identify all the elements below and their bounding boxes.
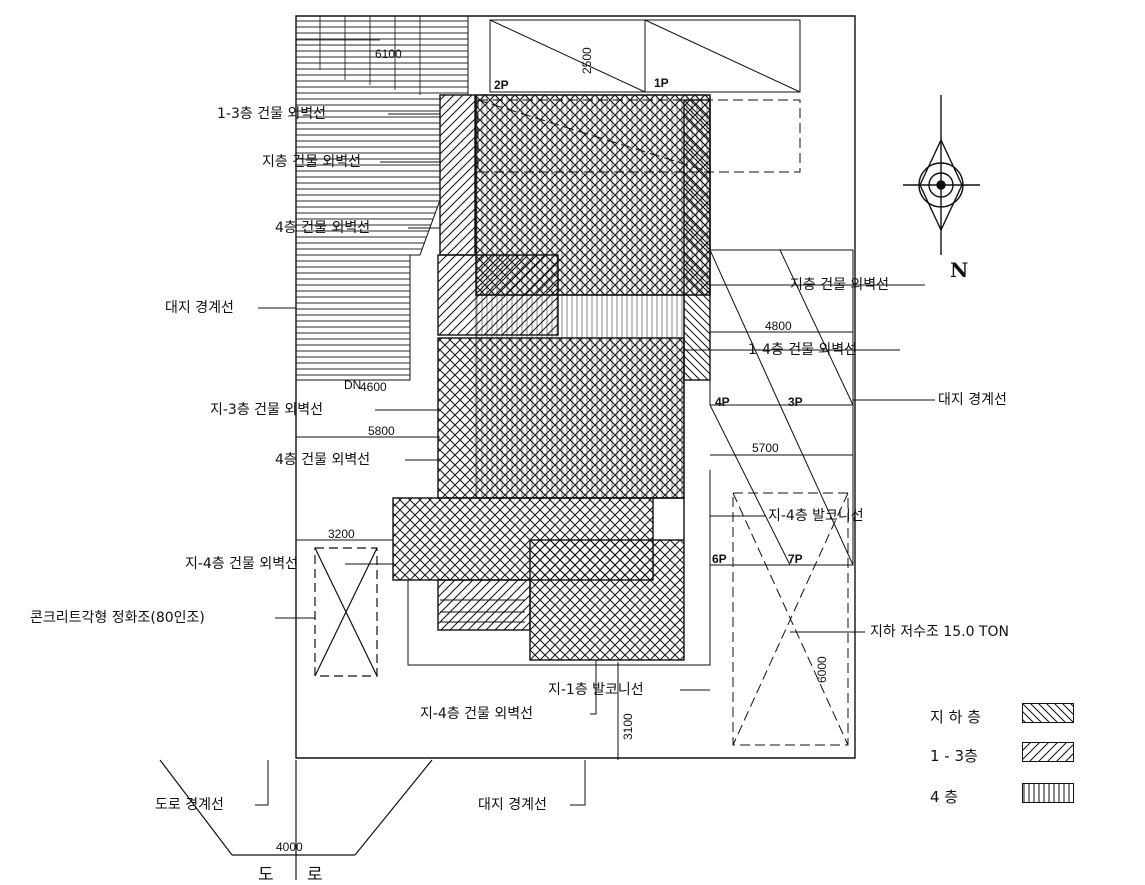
label-1-3f-outline: 1-3층 건물 외벽선 <box>217 106 327 122</box>
label-boundary-right: 대지 경계선 <box>938 392 1007 408</box>
north-arrow-icon <box>903 95 980 255</box>
label-road-boundary: 도로 경계선 <box>155 797 224 813</box>
legend-swatch-basement <box>1022 703 1074 723</box>
dim-dn: DN <box>344 378 362 392</box>
legend-item-basement: 지 하 층 <box>930 703 1080 727</box>
stair-hatch-area <box>295 15 469 381</box>
road-outline <box>159 759 433 880</box>
dim-3100: 3100 <box>621 713 635 740</box>
label-1-4f-outline: 1-4층 건물 외벽선 <box>748 342 858 358</box>
label-road: 도 로 <box>258 865 337 885</box>
dim-6100: 6100 <box>375 47 402 61</box>
legend-item-4f: 4 층 <box>930 783 1080 807</box>
label-septic-tank: 콘크리트각형 정화조(80인조) <box>30 610 205 626</box>
legend-swatch-1-3f <box>1022 742 1074 762</box>
dim-4000: 4000 <box>276 840 303 854</box>
building-floors <box>392 94 711 661</box>
label-basement-outline: 지층 건물 외벽선 <box>262 154 362 170</box>
dim-6000: 6000 <box>815 656 829 683</box>
dim-5800: 5800 <box>368 424 395 438</box>
parking-6p: 6P <box>712 552 727 566</box>
parking-7p: 7P <box>788 552 803 566</box>
label-b-4f-outline-bottom: 지-4층 건물 외벽선 <box>420 706 534 722</box>
dim-2500: 2500 <box>580 47 594 74</box>
legend-swatch-4f <box>1022 783 1074 803</box>
label-b-4f-outline: 지-4층 건물 외벽선 <box>185 556 299 572</box>
legend-item-1-3f: 1 - 3층 <box>930 742 1080 766</box>
label-boundary-bottom: 대지 경계선 <box>478 797 547 813</box>
label-boundary-left: 대지 경계선 <box>165 300 234 316</box>
legend-label-basement: 지 하 층 <box>930 708 981 726</box>
right-parking-bays <box>709 249 854 746</box>
leader-lines <box>255 113 935 806</box>
parking-1p: 1P <box>654 76 669 90</box>
label-basement-outline-right: 지층 건물 외벽선 <box>790 277 890 293</box>
parking-4p: 4P <box>715 395 730 409</box>
label-b-1f-balcony: 지-1층 발코니선 <box>548 682 644 698</box>
label-b-4f-balcony: 지-4층 발코니선 <box>768 508 864 524</box>
legend-label-4f: 4 층 <box>930 788 959 806</box>
lower-outlines <box>407 470 711 666</box>
parking-3p: 3P <box>788 395 803 409</box>
compass-label: N <box>950 258 969 282</box>
label-4f-outline: 4층 건물 외벽선 <box>275 220 371 236</box>
dim-5700: 5700 <box>752 441 779 455</box>
dim-3200: 3200 <box>328 527 355 541</box>
site-boundary <box>295 15 856 759</box>
legend-label-1-3f: 1 - 3층 <box>930 747 978 765</box>
label-b-3f-outline: 지-3층 건물 외벽선 <box>210 402 324 418</box>
label-water-tank: 지하 저수조 15.0 TON <box>870 624 1009 640</box>
dim-4800: 4800 <box>765 319 792 333</box>
label-4f-outline-2: 4층 건물 외벽선 <box>275 452 371 468</box>
septic-tank <box>314 547 378 677</box>
parking-2p: 2P <box>494 78 509 92</box>
dim-4600: 4600 <box>360 380 387 394</box>
